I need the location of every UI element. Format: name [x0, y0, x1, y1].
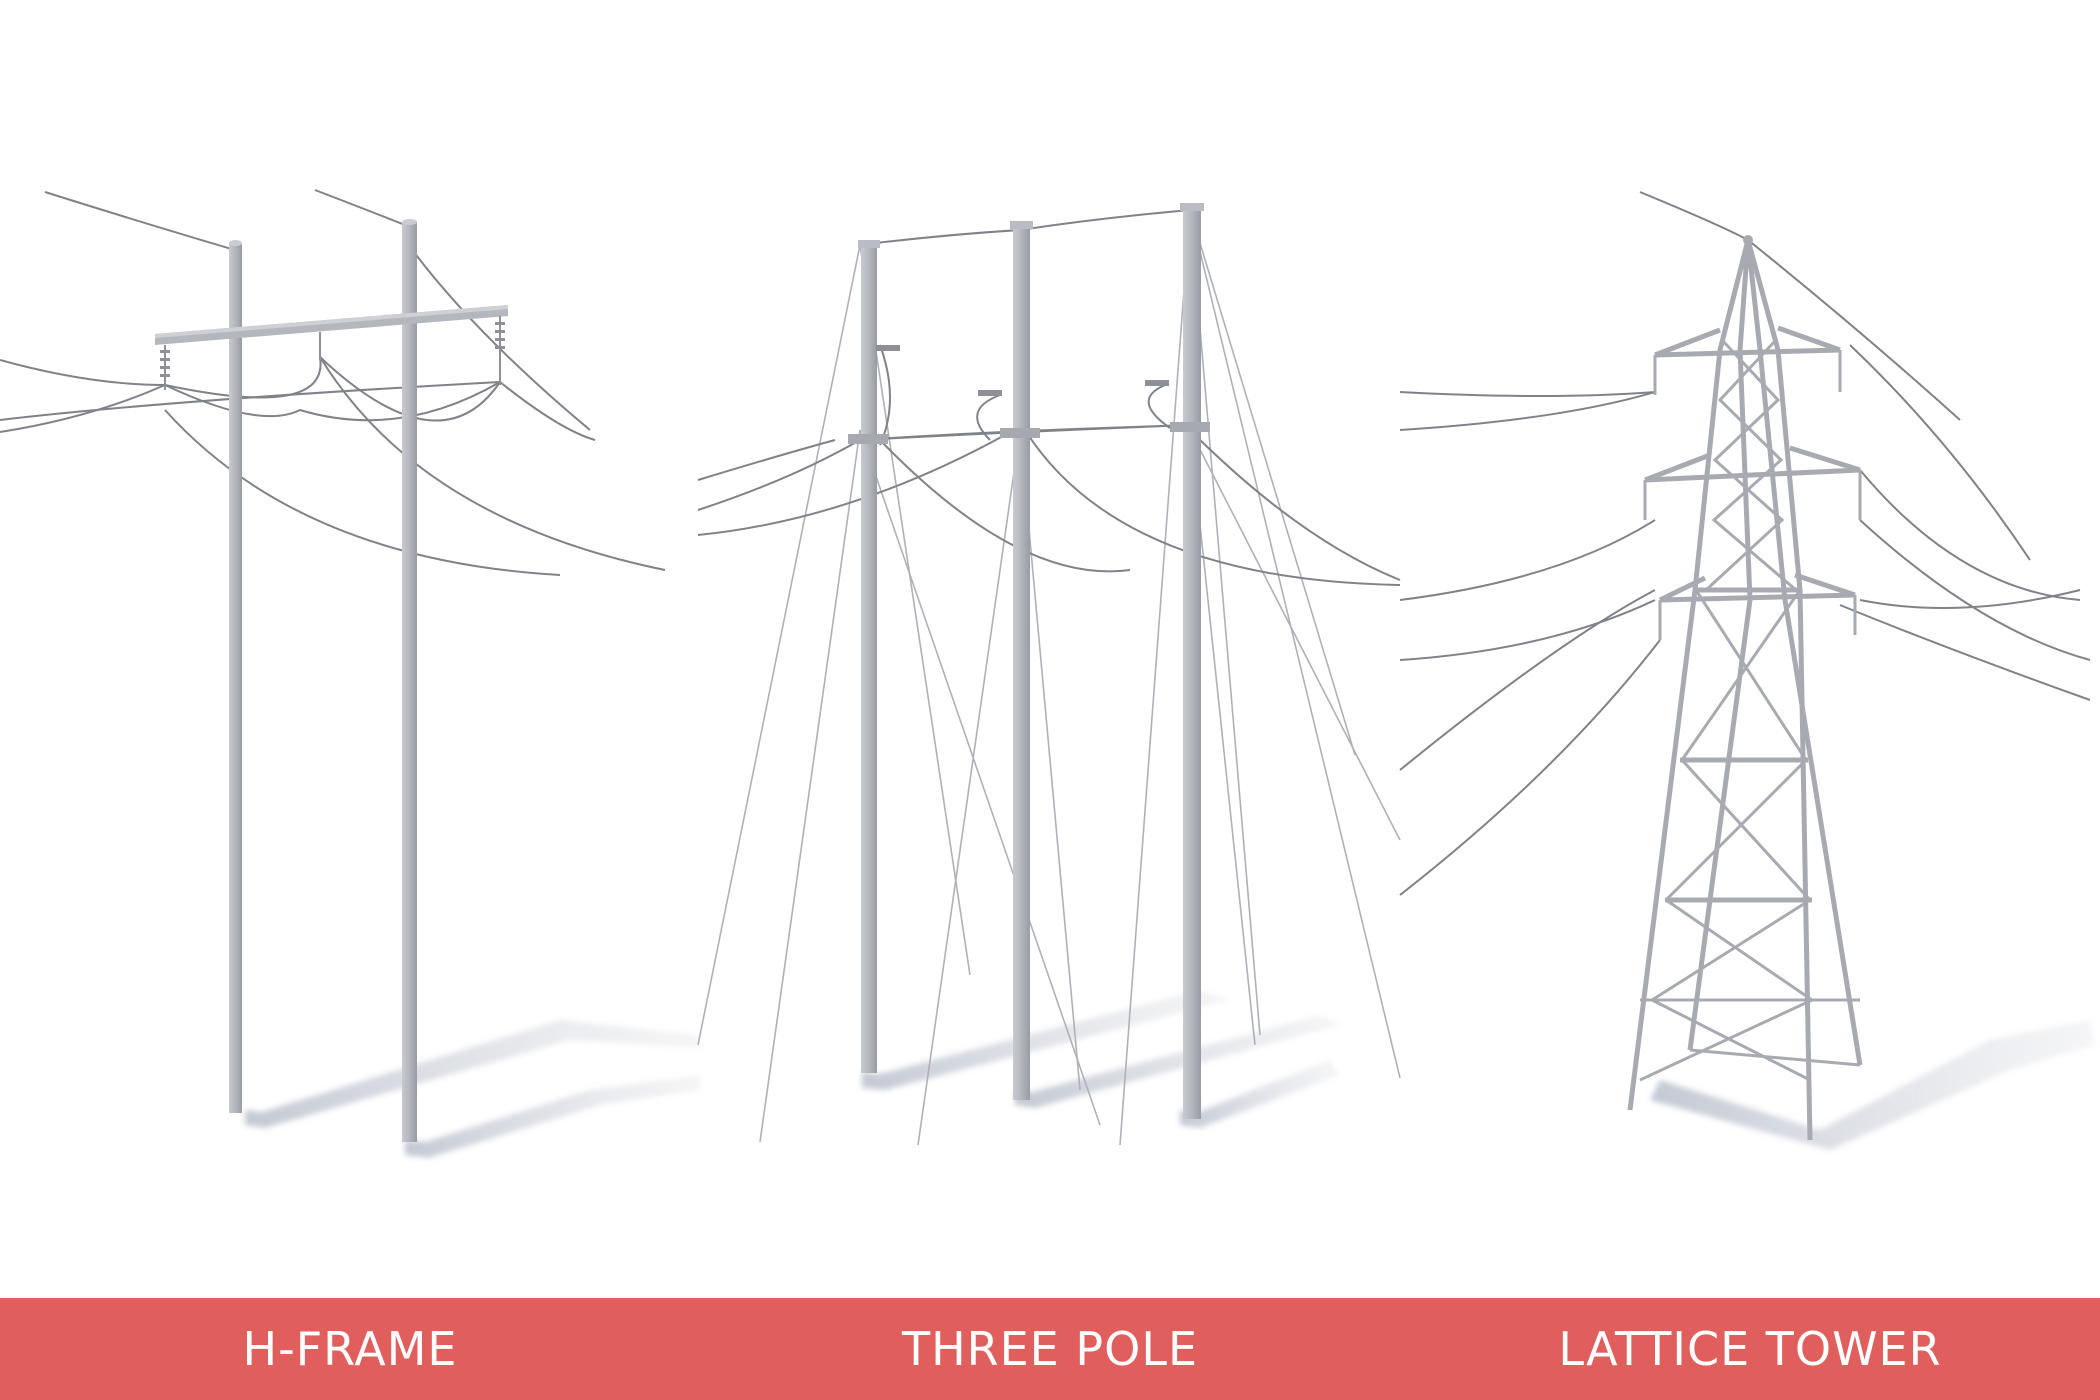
three-pole-pole-left — [861, 243, 877, 1073]
h-frame-pole-left — [229, 243, 242, 1113]
lattice-tower-leg — [1627, 239, 1751, 1111]
label-band: H-FRAME THREE POLE LATTICE TOWER — [0, 1298, 2100, 1400]
lattice-tower-label: LATTICE TOWER — [1558, 1322, 1942, 1376]
h-frame-pole-right — [402, 222, 417, 1142]
h-frame-shadow — [245, 1020, 700, 1128]
lattice-tower-insulator — [1653, 350, 1842, 395]
h-frame-wire — [0, 359, 166, 386]
h-frame-label: H-FRAME — [242, 1322, 458, 1376]
three-pole-pole-right — [1183, 207, 1201, 1119]
three-pole-label: THREE POLE — [901, 1322, 1199, 1376]
lattice-tower-structure — [1399, 191, 2095, 1150]
lattice-tower-shadow — [1650, 1020, 2095, 1150]
three-pole-wire — [697, 439, 836, 481]
three-pole-guy-wire — [697, 244, 861, 1046]
three-pole-shadow — [862, 990, 1230, 1090]
three-pole-insulator — [876, 345, 900, 351]
h-frame-structure — [0, 189, 700, 1158]
illustration-canvas — [0, 189, 2095, 1158]
three-pole-structure — [697, 203, 1401, 1146]
lattice-tower-wire — [1399, 391, 1656, 397]
three-pole-pole-middle — [1013, 225, 1030, 1100]
lattice-tower-crossarm — [1654, 325, 1841, 358]
